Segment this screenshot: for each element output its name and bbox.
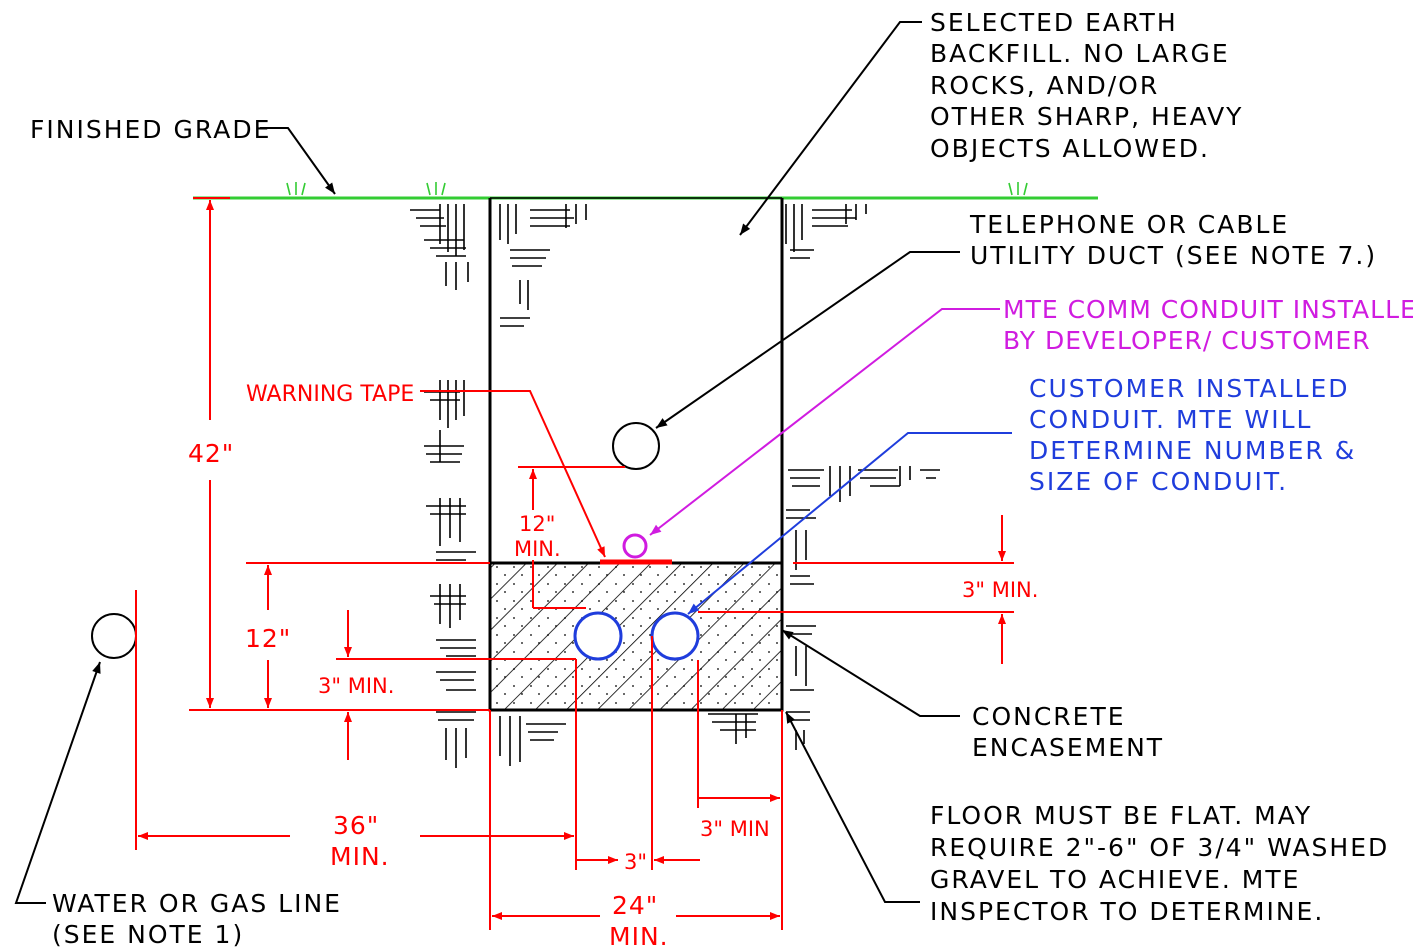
floor-line: INSPECTOR TO DETERMINE.: [930, 897, 1324, 926]
customer-conduit-leader: [687, 432, 1012, 615]
warning-tape-label: WARNING TAPE: [246, 382, 414, 407]
customer-conduit-line: CONDUIT. MTE WILL: [1029, 405, 1313, 434]
backfill-line: SELECTED EARTH: [930, 8, 1178, 37]
concrete-line: ENCASEMENT: [972, 733, 1164, 762]
customer-conduit-line: SIZE OF CONDUIT.: [1029, 467, 1288, 496]
water-gas-line: [91, 613, 137, 659]
telephone-note: TELEPHONE OR CABLE UTILITY DUCT (SEE NOT…: [969, 210, 1377, 270]
backfill-line: ROCKS, AND/OR: [930, 71, 1159, 100]
warning-tape-leader: [420, 390, 606, 558]
telephone-duct: [612, 422, 660, 470]
tape-clearance-value: 12": [519, 512, 555, 536]
customer-conduit-left: [573, 611, 623, 661]
water-gas-note: WATER OR GAS LINE (SEE NOTE 1): [52, 889, 342, 949]
customer-conduit-line: DETERMINE NUMBER &: [1029, 436, 1356, 465]
mte-comm-line: BY DEVELOPER/ CUSTOMER: [1003, 326, 1371, 355]
backfill-line: BACKFILL. NO LARGE: [930, 39, 1230, 68]
telephone-line: TELEPHONE OR CABLE: [969, 210, 1289, 239]
bottom-cover-label: 3" MIN.: [318, 674, 394, 698]
concrete-note: CONCRETE ENCASEMENT: [972, 702, 1164, 762]
trench-width-min: MIN.: [609, 922, 669, 951]
floor-note: FLOOR MUST BE FLAT. MAY REQUIRE 2"-6" OF…: [930, 801, 1389, 926]
encasement-12-label: 12": [245, 624, 291, 653]
top-cover-label: 3" MIN.: [962, 578, 1038, 602]
finished-grade-label: FINISHED GRADE: [30, 115, 271, 144]
trench-width-value: 24": [612, 891, 658, 920]
floor-line: GRAVEL TO ACHIEVE. MTE: [930, 865, 1300, 894]
separation-min: MIN.: [330, 842, 390, 871]
separation-value: 36": [333, 811, 379, 840]
mte-comm-note: MTE COMM CONDUIT INSTALLED BY DEVELOPER/…: [1003, 295, 1413, 355]
conduit-spacing-label: 3": [624, 850, 647, 874]
telephone-line: UTILITY DUCT (SEE NOTE 7.): [970, 241, 1377, 270]
backfill-note: SELECTED EARTH BACKFILL. NO LARGE ROCKS,…: [930, 8, 1243, 163]
backfill-line: OBJECTS ALLOWED.: [930, 134, 1210, 163]
backfill-line: OTHER SHARP, HEAVY: [930, 102, 1243, 131]
dimension-lines: [135, 197, 1014, 930]
concrete-line: CONCRETE: [972, 702, 1126, 731]
tape-clearance-min: MIN.: [514, 537, 561, 561]
leader-lines: [14, 21, 960, 904]
customer-conduit-note: CUSTOMER INSTALLED CONDUIT. MTE WILL DET…: [1029, 374, 1356, 496]
floor-line: REQUIRE 2"-6" OF 3/4" WASHED: [930, 833, 1389, 862]
mte-comm-leader: [649, 308, 1000, 536]
customer-conduit-right: [650, 611, 700, 661]
concrete-encasement: [488, 561, 784, 712]
depth-42-label: 42": [188, 439, 234, 468]
mte-comm-conduit: [622, 533, 648, 559]
floor-line: FLOOR MUST BE FLAT. MAY: [930, 801, 1312, 830]
customer-conduit-line: CUSTOMER INSTALLED: [1029, 374, 1350, 403]
water-gas-line-label: (SEE NOTE 1): [52, 920, 244, 949]
side-clearance-label: 3" MIN: [700, 817, 770, 841]
mte-comm-line: MTE COMM CONDUIT INSTALLED: [1003, 295, 1413, 324]
water-gas-line-label: WATER OR GAS LINE: [52, 889, 342, 918]
soil-hatching: [410, 204, 940, 768]
